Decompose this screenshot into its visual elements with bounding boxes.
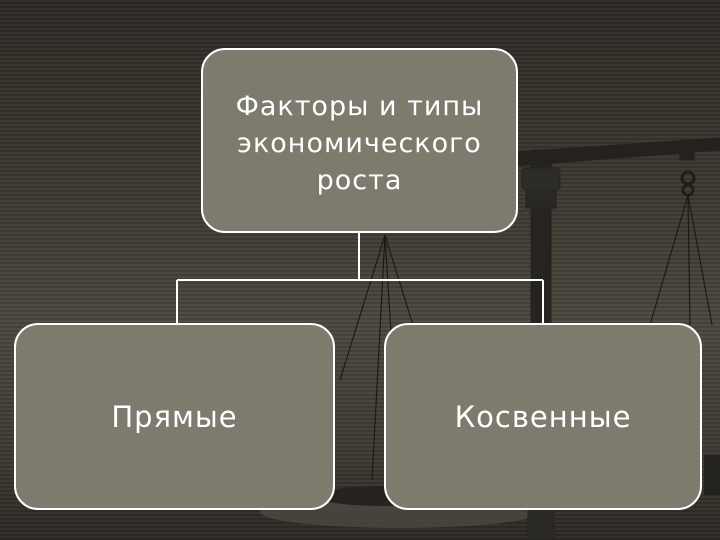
- root-node-label: Факторы и типы экономического роста: [235, 91, 484, 196]
- child-node-indirect: Косвенные: [384, 323, 702, 510]
- child-node-direct-label: Прямые: [111, 399, 238, 434]
- root-node: Факторы и типы экономического роста: [201, 48, 518, 233]
- child-node-indirect-label: Косвенные: [454, 399, 632, 434]
- child-node-direct: Прямые: [14, 323, 335, 510]
